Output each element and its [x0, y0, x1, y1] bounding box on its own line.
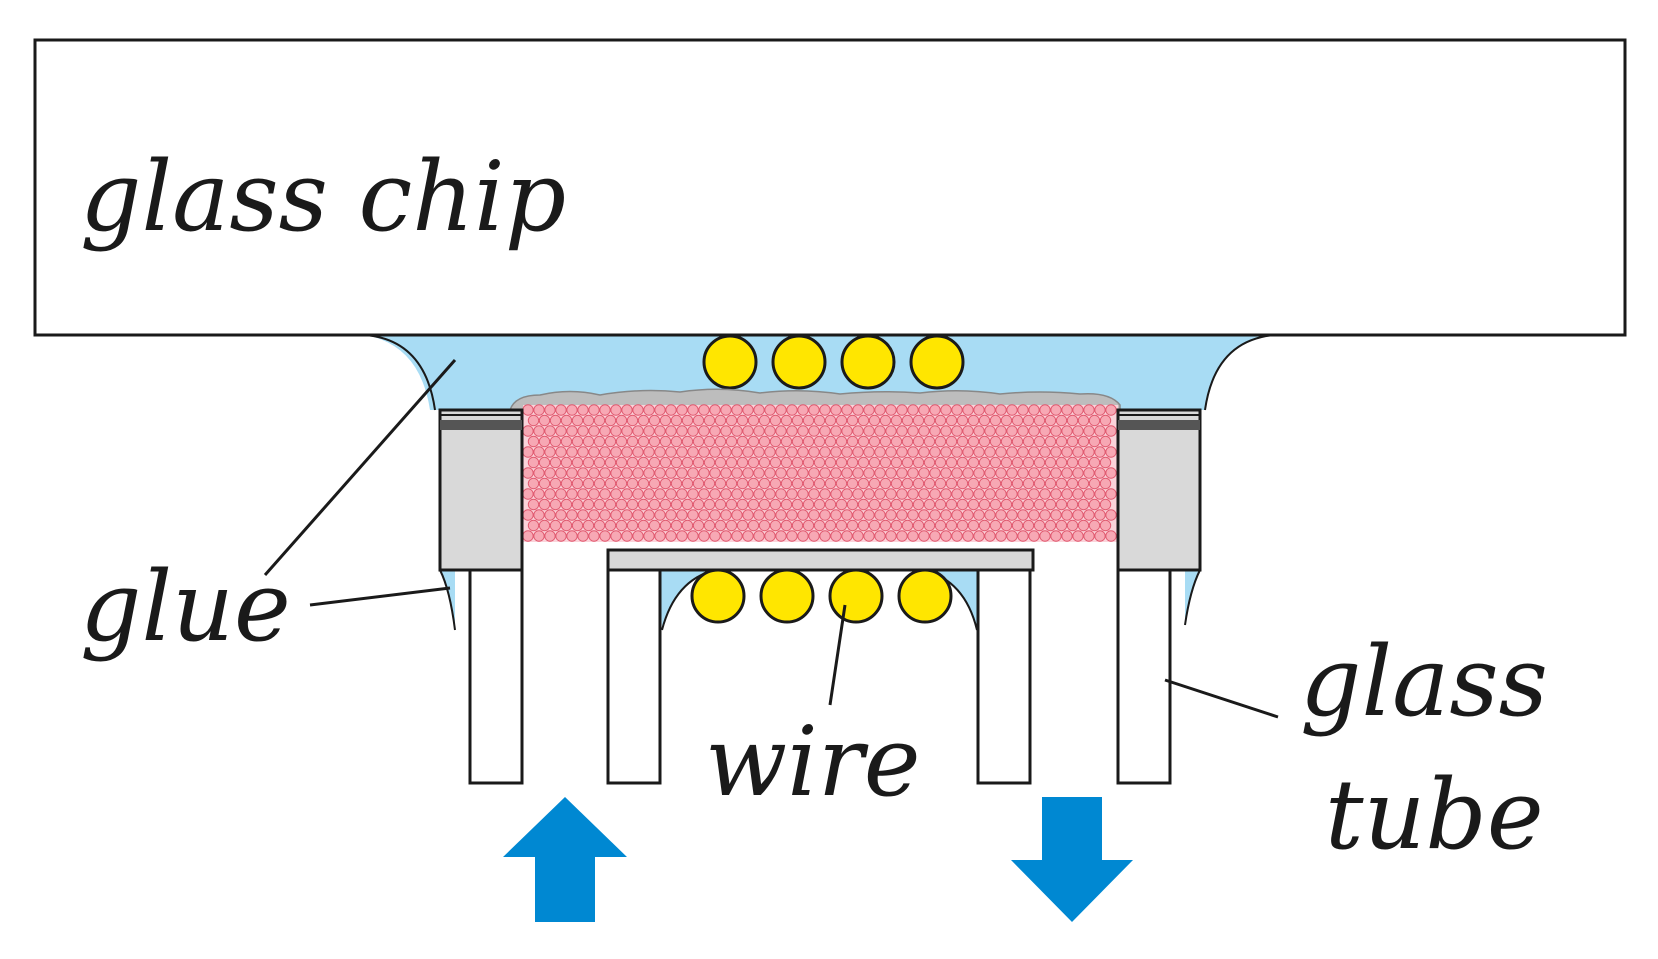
wire-top-1 [702, 334, 758, 390]
tube-leader [1164, 678, 1279, 719]
glass-chip [33, 38, 1627, 337]
inner-plate [606, 548, 1035, 572]
wire-label: wire [705, 706, 921, 818]
particles [522, 404, 1117, 542]
spacer-right-band [1118, 420, 1200, 430]
spacer-right [1116, 408, 1202, 572]
outflow-arrow-down-icon [1011, 797, 1133, 922]
wire-leader [828, 604, 847, 706]
wire-top-3 [840, 334, 896, 390]
glass-tube-wall-1 [468, 568, 524, 785]
wires-top [702, 334, 965, 390]
glue-leader-lower [309, 586, 451, 607]
glue-lower-inner-right [923, 570, 978, 630]
spacer-left [438, 408, 524, 572]
glass-tube-label-line1: glass [1300, 626, 1548, 738]
inflow-arrow-up-icon [503, 797, 627, 922]
glue-left-fillet [365, 335, 440, 410]
wire-top-4 [909, 334, 965, 390]
glass-tube-label-line2: tube [1325, 759, 1544, 871]
glue-label: glue [80, 551, 291, 663]
glue-lower-inner-left [660, 570, 715, 630]
wire-top-2 [771, 334, 827, 390]
wire-bottom-1 [690, 568, 746, 624]
glass-tube-wall-2 [606, 568, 662, 785]
wire-bottom-3 [828, 568, 884, 624]
wire-bottom-2 [759, 568, 815, 624]
glue-lower-right-outer [1185, 570, 1200, 625]
glass-tube-wall-3 [976, 568, 1032, 785]
spacer-left-band [440, 420, 522, 430]
glass-chip-label: glass chip [80, 141, 566, 253]
glass-tube-wall-4 [1116, 568, 1172, 785]
wire-bottom-4 [897, 568, 953, 624]
wires-bottom [690, 568, 953, 624]
glue-outline [364, 334, 1276, 631]
glue-leader-upper [263, 359, 457, 576]
glue-right-fillet [1200, 335, 1275, 410]
glue-lower-left-outer [440, 570, 455, 630]
